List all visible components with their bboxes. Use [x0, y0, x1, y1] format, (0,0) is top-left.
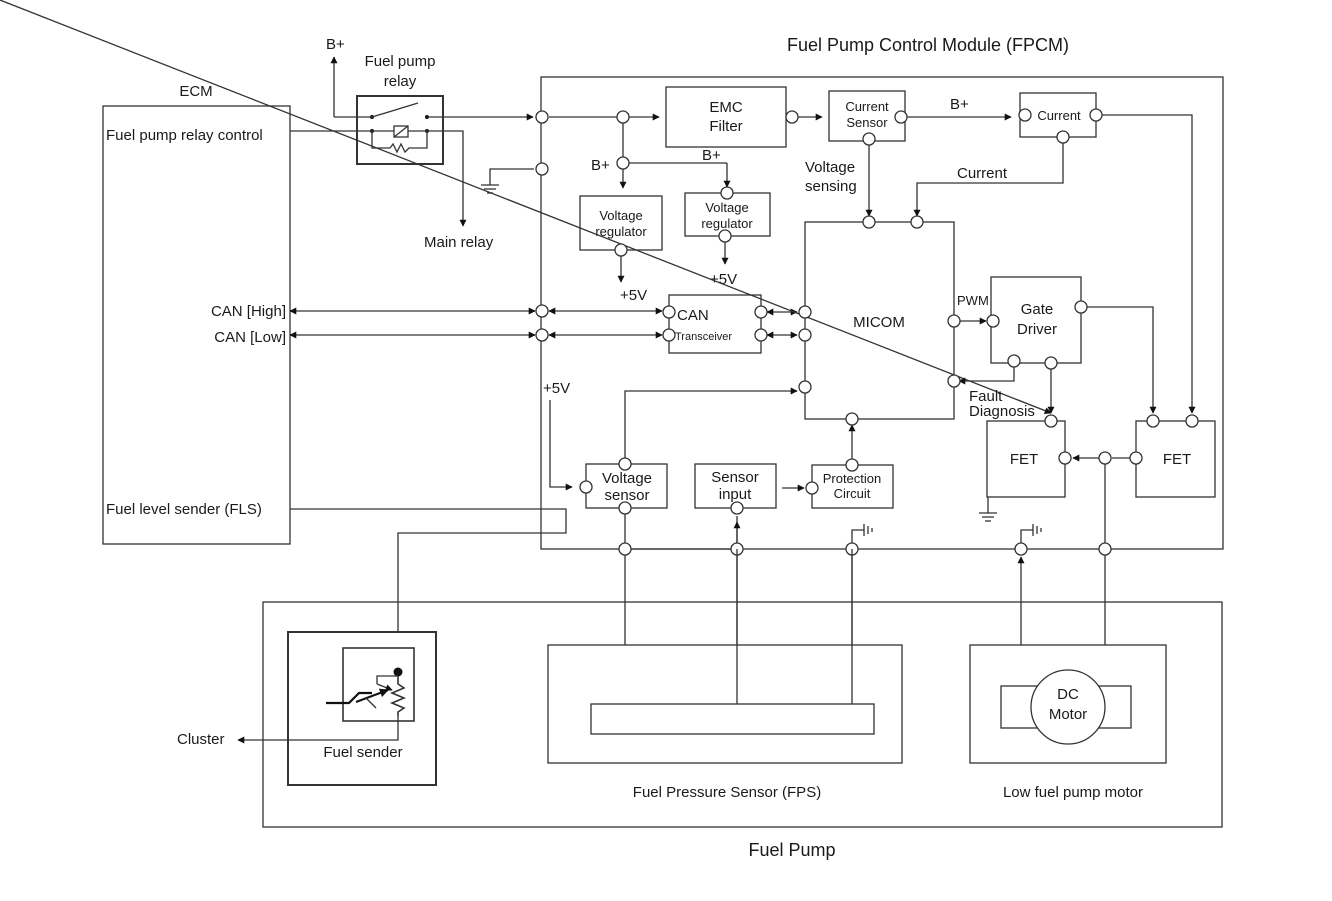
fps-label: Fuel Pressure Sensor (FPS): [633, 784, 821, 801]
b-plus-top-label: B+: [326, 36, 345, 53]
emc-filter-label-2: Filter: [709, 118, 742, 135]
vsensor-label-2: sensor: [604, 487, 649, 504]
dc-motor: [1030, 669, 1106, 745]
voltage-regulator-1: [579, 195, 663, 251]
can-label-1: CAN: [677, 307, 709, 324]
emc-filter-block: [665, 86, 787, 148]
ecm-relay-control-label: Fuel pump relay control: [106, 127, 263, 144]
vreg2-label-2: regulator: [701, 216, 753, 231]
sensor-input-block: [694, 463, 777, 509]
plus5v-reg2-label: +5V: [710, 271, 737, 288]
vreg1-label-2: regulator: [595, 224, 647, 239]
dc-motor-label-2: Motor: [1049, 706, 1087, 723]
fet-left-block: [986, 420, 1066, 498]
fuel-sender-label: Fuel sender: [323, 744, 402, 761]
gate-driver-label-2: Driver: [1017, 321, 1057, 338]
vreg2-label-1: Voltage: [705, 200, 748, 215]
ecm-block: ECM Fuel pump relay control CAN [High] C…: [102, 83, 291, 545]
fault-label-2: Diagnosis: [969, 403, 1035, 420]
relay-label-line1: Fuel pump: [365, 53, 436, 70]
protection-circuit-block: [811, 464, 894, 509]
fuel-pump-frame: [262, 601, 1223, 828]
plus5v-reg1-label: +5V: [620, 287, 647, 304]
ecm-can-low-label: CAN [Low]: [214, 329, 286, 346]
dc-motor-label-1: DC: [1057, 686, 1079, 703]
micom-label: MICOM: [853, 314, 905, 331]
vsensor-label-1: Voltage: [602, 470, 652, 487]
fet-right-label: FET: [1163, 451, 1191, 468]
can-label-2: Transceiver: [675, 331, 732, 343]
fet-left-label: FET: [1010, 451, 1038, 468]
relay-label-line2: relay: [384, 73, 417, 90]
fps-inner: [590, 703, 875, 735]
junction-nodes: [535, 108, 1199, 556]
current-sensor-label-2: Sensor: [846, 115, 888, 130]
cluster-label: Cluster: [177, 731, 225, 748]
b-plus-current-label: B+: [950, 96, 969, 113]
emc-filter-label-1: EMC: [709, 99, 743, 116]
b-plus-reg1-label: B+: [591, 157, 610, 174]
current-block-label: Current: [1037, 108, 1081, 123]
voltage-regulator-2: [684, 192, 771, 237]
fet-right-block: [1135, 420, 1216, 498]
ecm-box: [102, 105, 291, 545]
vreg1-label-1: Voltage: [599, 208, 642, 223]
ecm-fls-label: Fuel level sender (FLS): [106, 501, 262, 518]
voltage-sensing-label-1: Voltage: [805, 159, 855, 176]
voltage-sensing-label-2: sensing: [805, 178, 857, 195]
sensor-input-label-1: Sensor: [711, 469, 759, 486]
fuel-sender-symbol: [326, 667, 407, 716]
low-pump-label: Low fuel pump motor: [1003, 784, 1143, 801]
protection-label-2: Circuit: [834, 486, 871, 501]
main-relay-label: Main relay: [424, 234, 494, 251]
ecm-can-high-label: CAN [High]: [211, 303, 286, 320]
current-feedback-label: Current: [957, 165, 1008, 182]
ecm-title: ECM: [179, 83, 212, 100]
sensor-input-label-2: input: [719, 486, 752, 503]
fault-label-1: Fault: [969, 388, 1003, 405]
micom-block: [804, 221, 955, 420]
current-sensor-label-1: Current: [845, 99, 889, 114]
fpcm-title: Fuel Pump Control Module (FPCM): [787, 35, 1069, 55]
protection-label-1: Protection: [823, 471, 882, 486]
gate-driver-block: [990, 276, 1082, 364]
voltage-sensor-block: [585, 463, 668, 509]
fuel-pump-title: Fuel Pump: [748, 840, 835, 860]
b-plus-reg2-label: B+: [702, 147, 721, 164]
pwm-label: PWM: [957, 293, 989, 308]
plus5v-vsensor-label: +5V: [543, 380, 570, 397]
can-transceiver-block: [668, 294, 762, 354]
fuel-pump-relay: Fuel pump relay: [356, 53, 444, 165]
gate-driver-label-1: Gate: [1021, 301, 1054, 318]
